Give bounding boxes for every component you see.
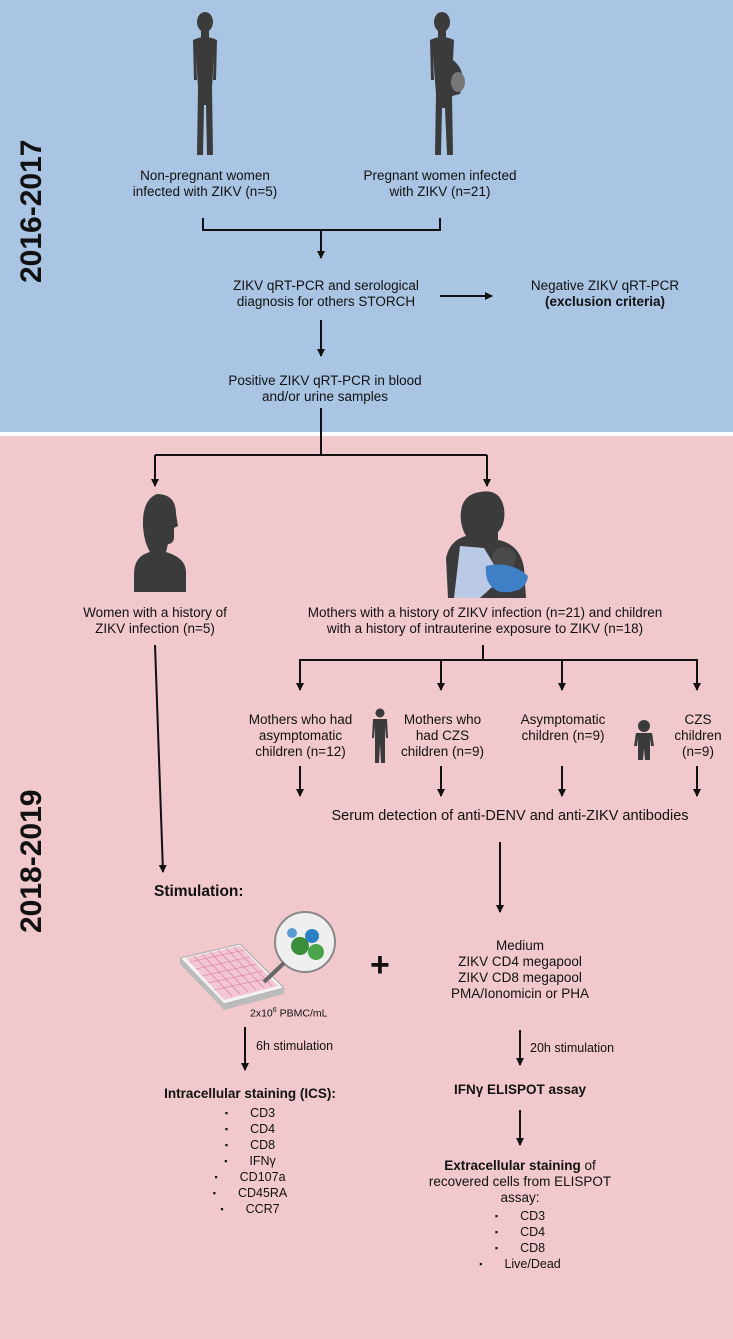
ics-marker-item: CD8	[120, 1138, 380, 1154]
extracellular-marker-item: CD3	[420, 1209, 620, 1225]
non-pregnant-woman-icon	[193, 12, 217, 155]
mother-figure-icon	[372, 708, 388, 763]
ics-marker-item: CD107a	[120, 1170, 380, 1186]
panel-divider	[0, 432, 733, 436]
extracellular-marker-item: CD8	[420, 1241, 620, 1257]
period-label-bottom: 2018-2019	[15, 789, 48, 933]
ics-block: Intracellular staining (ICS): CD3CD4CD8I…	[120, 1086, 380, 1218]
ics-marker-item: CCR7	[120, 1202, 380, 1218]
elispot-assay-label: IFNγ ELISPOT assay	[453, 1082, 587, 1097]
pbmc-plate-icon	[180, 911, 336, 1010]
stimulation-title: Stimulation:	[154, 883, 244, 900]
child-figure-icon	[634, 720, 654, 760]
six-hour-stimulation-label: 6h stimulation	[256, 1039, 334, 1053]
serum-detection-label: Serum detection of anti-DENV and anti-ZI…	[331, 808, 689, 824]
ics-title: Intracellular staining (ICS):	[164, 1086, 336, 1101]
ics-marker-item: CD4	[120, 1122, 380, 1138]
pbmc-concentration-label: 2x106 PBMC/mL	[250, 1007, 328, 1020]
extracellular-marker-item: CD4	[420, 1225, 620, 1241]
extracellular-title: Extracellular staining of	[444, 1158, 596, 1173]
period-panel-2016-2017	[0, 0, 733, 432]
ics-marker-item: CD3	[120, 1106, 380, 1122]
mothers-children-label: Mothers with a history of ZIKV infection…	[307, 605, 663, 636]
woman-bust-icon	[134, 494, 186, 592]
twenty-hour-stimulation-label: 20h stimulation	[530, 1041, 615, 1055]
period-label-top: 2016-2017	[15, 139, 48, 283]
extracellular-marker-list: CD3CD4CD8Live/Dead	[420, 1209, 620, 1273]
ics-marker-item: IFNγ	[120, 1154, 380, 1170]
extracellular-marker-item: Live/Dead	[420, 1257, 620, 1273]
negative-result-label: Negative ZIKV qRT-PCR (exclusion criteri…	[530, 278, 680, 309]
plus-sign: +	[370, 946, 390, 984]
mother-breastfeeding-icon	[446, 491, 528, 598]
pregnant-woman-icon	[430, 12, 465, 155]
extracellular-block: Extracellular staining of recovered cell…	[420, 1158, 620, 1273]
ics-marker-item: CD45RA	[120, 1186, 380, 1202]
ics-marker-list: CD3CD4CD8IFNγCD107aCD45RACCR7	[120, 1106, 380, 1218]
